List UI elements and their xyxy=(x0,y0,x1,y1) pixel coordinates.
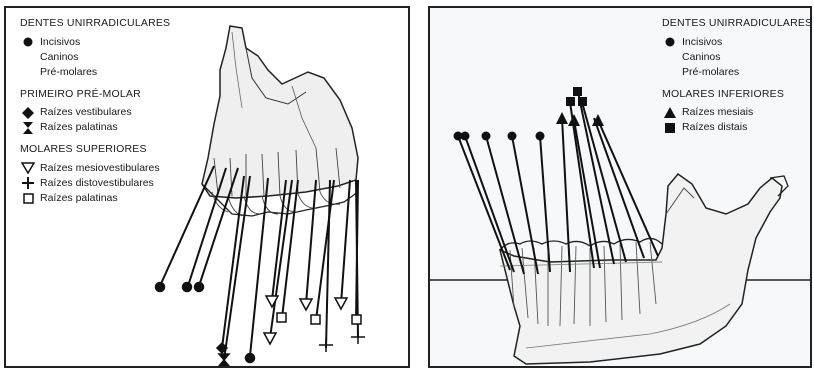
mandible-panel: DENTES UNIRRADICULARES Incisivos Caninos… xyxy=(428,6,812,368)
canine-marker xyxy=(482,132,491,141)
maxilla-markers xyxy=(156,283,366,367)
filled-square-icon xyxy=(662,122,678,134)
legend-item-palatal-roots: Raízes palatinas xyxy=(20,120,170,135)
hourglass-icon xyxy=(20,122,36,134)
filled-triangle-up-icon xyxy=(662,107,678,119)
legend-title-upper-molars: MOLARES SUPERIORES xyxy=(20,144,170,155)
filled-circle-icon xyxy=(20,36,36,48)
mesiobuccal-root-marker xyxy=(264,333,276,344)
distal-root-marker xyxy=(566,97,575,106)
mandible-root-axis-lines xyxy=(458,92,658,274)
legend-item-canines: Caninos xyxy=(20,50,170,65)
distal-root-marker xyxy=(578,97,587,106)
mandible-bone-outline xyxy=(500,174,782,364)
distal-root-marker xyxy=(573,87,582,96)
mesial-root-marker xyxy=(556,112,568,124)
legend-item-incisors: Incisivos xyxy=(662,35,812,50)
legend-item-premolars: Pré-molares xyxy=(20,65,170,80)
palatal-root-marker xyxy=(352,315,361,324)
mesiobuccal-root-marker xyxy=(335,298,347,309)
mandible-legend: DENTES UNIRRADICULARES Incisivos Caninos… xyxy=(662,18,812,135)
plus-cross-icon xyxy=(20,177,36,189)
legend-title-first-premolar: PRIMEIRO PRÉ-MOLAR xyxy=(20,89,170,100)
maxilla-legend: DENTES UNIRRADICULARES Incisivos Caninos… xyxy=(20,18,170,206)
open-triangle-down-icon xyxy=(20,162,36,174)
mesial-root-marker xyxy=(568,114,580,126)
premolar-marker xyxy=(246,354,255,363)
palatal-root-marker xyxy=(277,313,286,322)
premolar-marker xyxy=(508,132,517,141)
legend-title-single-root: DENTES UNIRRADICULARES xyxy=(20,18,170,29)
open-square-icon xyxy=(20,192,36,204)
legend-title-single-root: DENTES UNIRRADICULARES xyxy=(662,18,812,29)
legend-item-mesial-roots: Raízes mesiais xyxy=(662,105,812,120)
legend-item-vestibular-roots: Raízes vestibulares xyxy=(20,105,170,120)
legend-item-incisors: Incisivos xyxy=(20,35,170,50)
incisor-marker xyxy=(156,283,165,292)
palatal-root-marker xyxy=(219,354,229,366)
maxilla-panel: DENTES UNIRRADICULARES Incisivos Caninos… xyxy=(4,6,410,368)
legend-title-lower-molars: MOLARES INFERIORES xyxy=(662,89,812,100)
mandible-markers xyxy=(454,87,605,141)
filled-diamond-icon xyxy=(20,107,36,119)
canine-marker xyxy=(195,283,204,292)
legend-item-premolars: Pré-molares xyxy=(662,65,812,80)
legend-item-canines: Caninos xyxy=(662,50,812,65)
legend-item-distal-roots: Raízes distais xyxy=(662,120,812,135)
premolar-marker xyxy=(536,132,545,141)
legend-item-mesiobuccal-roots: Raízes mesiovestibulares xyxy=(20,161,170,176)
mesiobuccal-root-marker xyxy=(266,296,278,307)
legend-item-distobuccal-roots: Raízes distovestibulares xyxy=(20,176,170,191)
palatal-root-marker xyxy=(311,315,320,324)
legend-item-palatal-roots-molar: Raízes palatinas xyxy=(20,191,170,206)
incisor-marker xyxy=(461,132,470,141)
distobuccal-root-marker xyxy=(351,330,365,344)
mesiobuccal-root-marker xyxy=(300,299,312,310)
incisor-marker xyxy=(183,283,192,292)
filled-circle-icon xyxy=(662,36,678,48)
distobuccal-root-marker xyxy=(319,338,333,352)
